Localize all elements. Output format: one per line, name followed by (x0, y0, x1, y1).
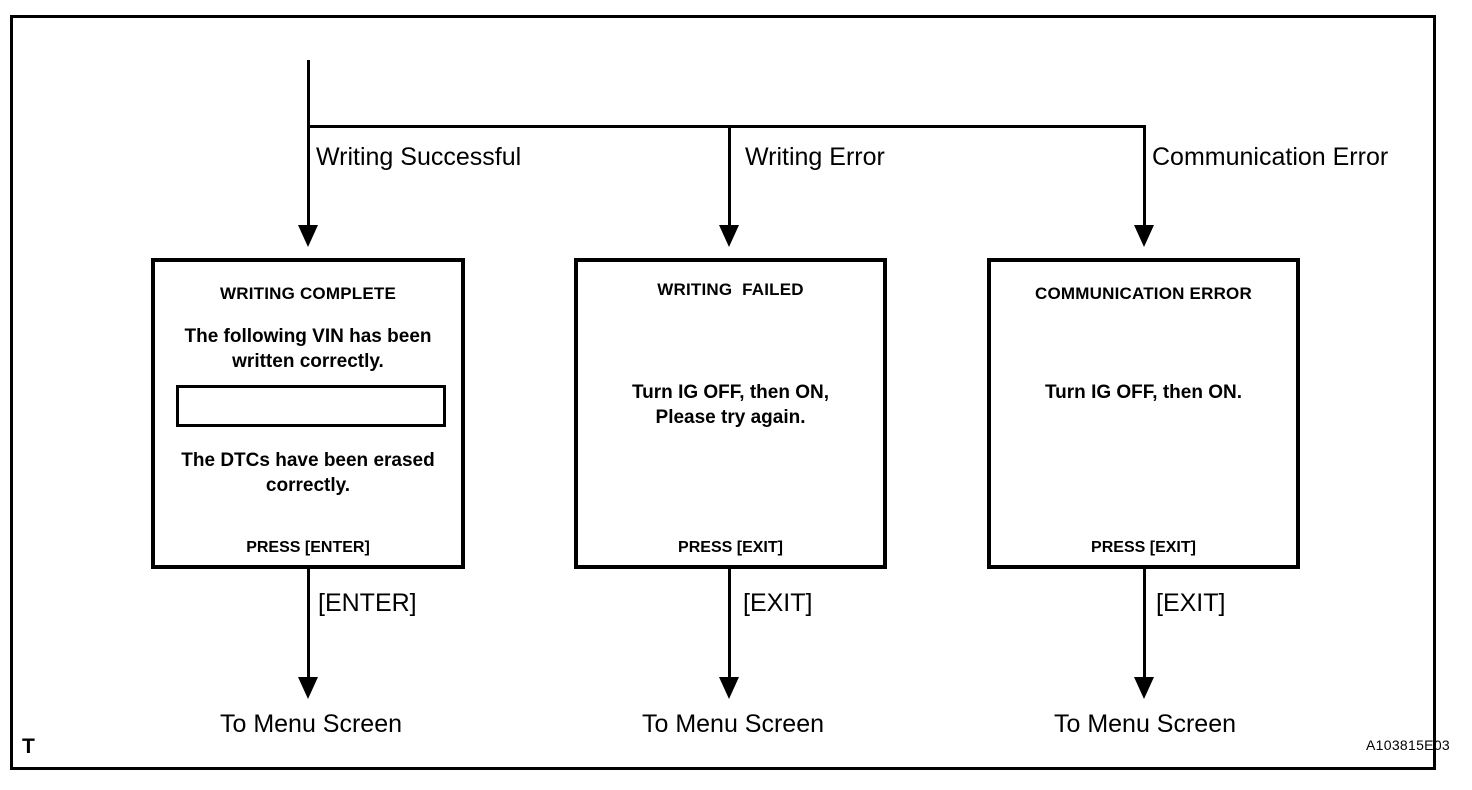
exit-arrowhead-2 (719, 677, 739, 699)
exit-line-2 (728, 569, 731, 677)
branch-label-writing-error: Writing Error (745, 143, 885, 171)
exit-destination-3: To Menu Screen (1053, 710, 1237, 738)
screen-2-body: Turn IG OFF, then ON, Please try again. (631, 382, 830, 428)
branch-arrowhead-3 (1134, 225, 1154, 247)
exit-arrowhead-3 (1134, 677, 1154, 699)
branch-arrowhead-2 (719, 225, 739, 247)
branch-line-1 (307, 125, 310, 225)
branch-arrowhead-1 (298, 225, 318, 247)
branch-label-communication-error: Communication Error (1152, 143, 1389, 171)
screen-1-title: WRITING COMPLETE (219, 284, 397, 303)
branch-line-3 (1143, 125, 1146, 225)
screen-1-body-bottom: The DTCs have been erased correctly. (181, 450, 435, 496)
exit-line-3 (1143, 569, 1146, 677)
branch-bus-line (307, 125, 1146, 128)
exit-line-1 (307, 569, 310, 677)
figure-code: A103815E03 (1366, 737, 1450, 753)
exit-key-label-3: [EXIT] (1156, 589, 1226, 617)
screen-2-footer: PRESS [EXIT] (678, 539, 783, 556)
exit-arrowhead-1 (298, 677, 318, 699)
vin-input-field[interactable] (176, 385, 446, 427)
screen-1-body-top: The following VIN has been written corre… (184, 326, 432, 372)
exit-key-label-2: [EXIT] (743, 589, 813, 617)
screen-2-title: WRITING FAILED (657, 280, 804, 299)
screen-3-body: Turn IG OFF, then ON. (1044, 382, 1243, 403)
screen-3-footer: PRESS [EXIT] (1091, 539, 1196, 556)
exit-destination-2: To Menu Screen (641, 710, 825, 738)
exit-destination-1: To Menu Screen (219, 710, 403, 738)
screen-writing-complete: WRITING COMPLETE The following VIN has b… (151, 258, 465, 569)
screen-1-footer: PRESS [ENTER] (246, 539, 370, 556)
screen-communication-error: COMMUNICATION ERROR Turn IG OFF, then ON… (987, 258, 1300, 569)
trunk-line (307, 60, 310, 128)
exit-key-label-1: [ENTER] (318, 589, 417, 617)
corner-mark: T (22, 735, 35, 758)
screen-writing-failed: WRITING FAILED Turn IG OFF, then ON, Ple… (574, 258, 887, 569)
screen-3-title: COMMUNICATION ERROR (1035, 284, 1252, 303)
branch-label-writing-successful: Writing Successful (316, 143, 522, 171)
branch-line-2 (728, 125, 731, 225)
